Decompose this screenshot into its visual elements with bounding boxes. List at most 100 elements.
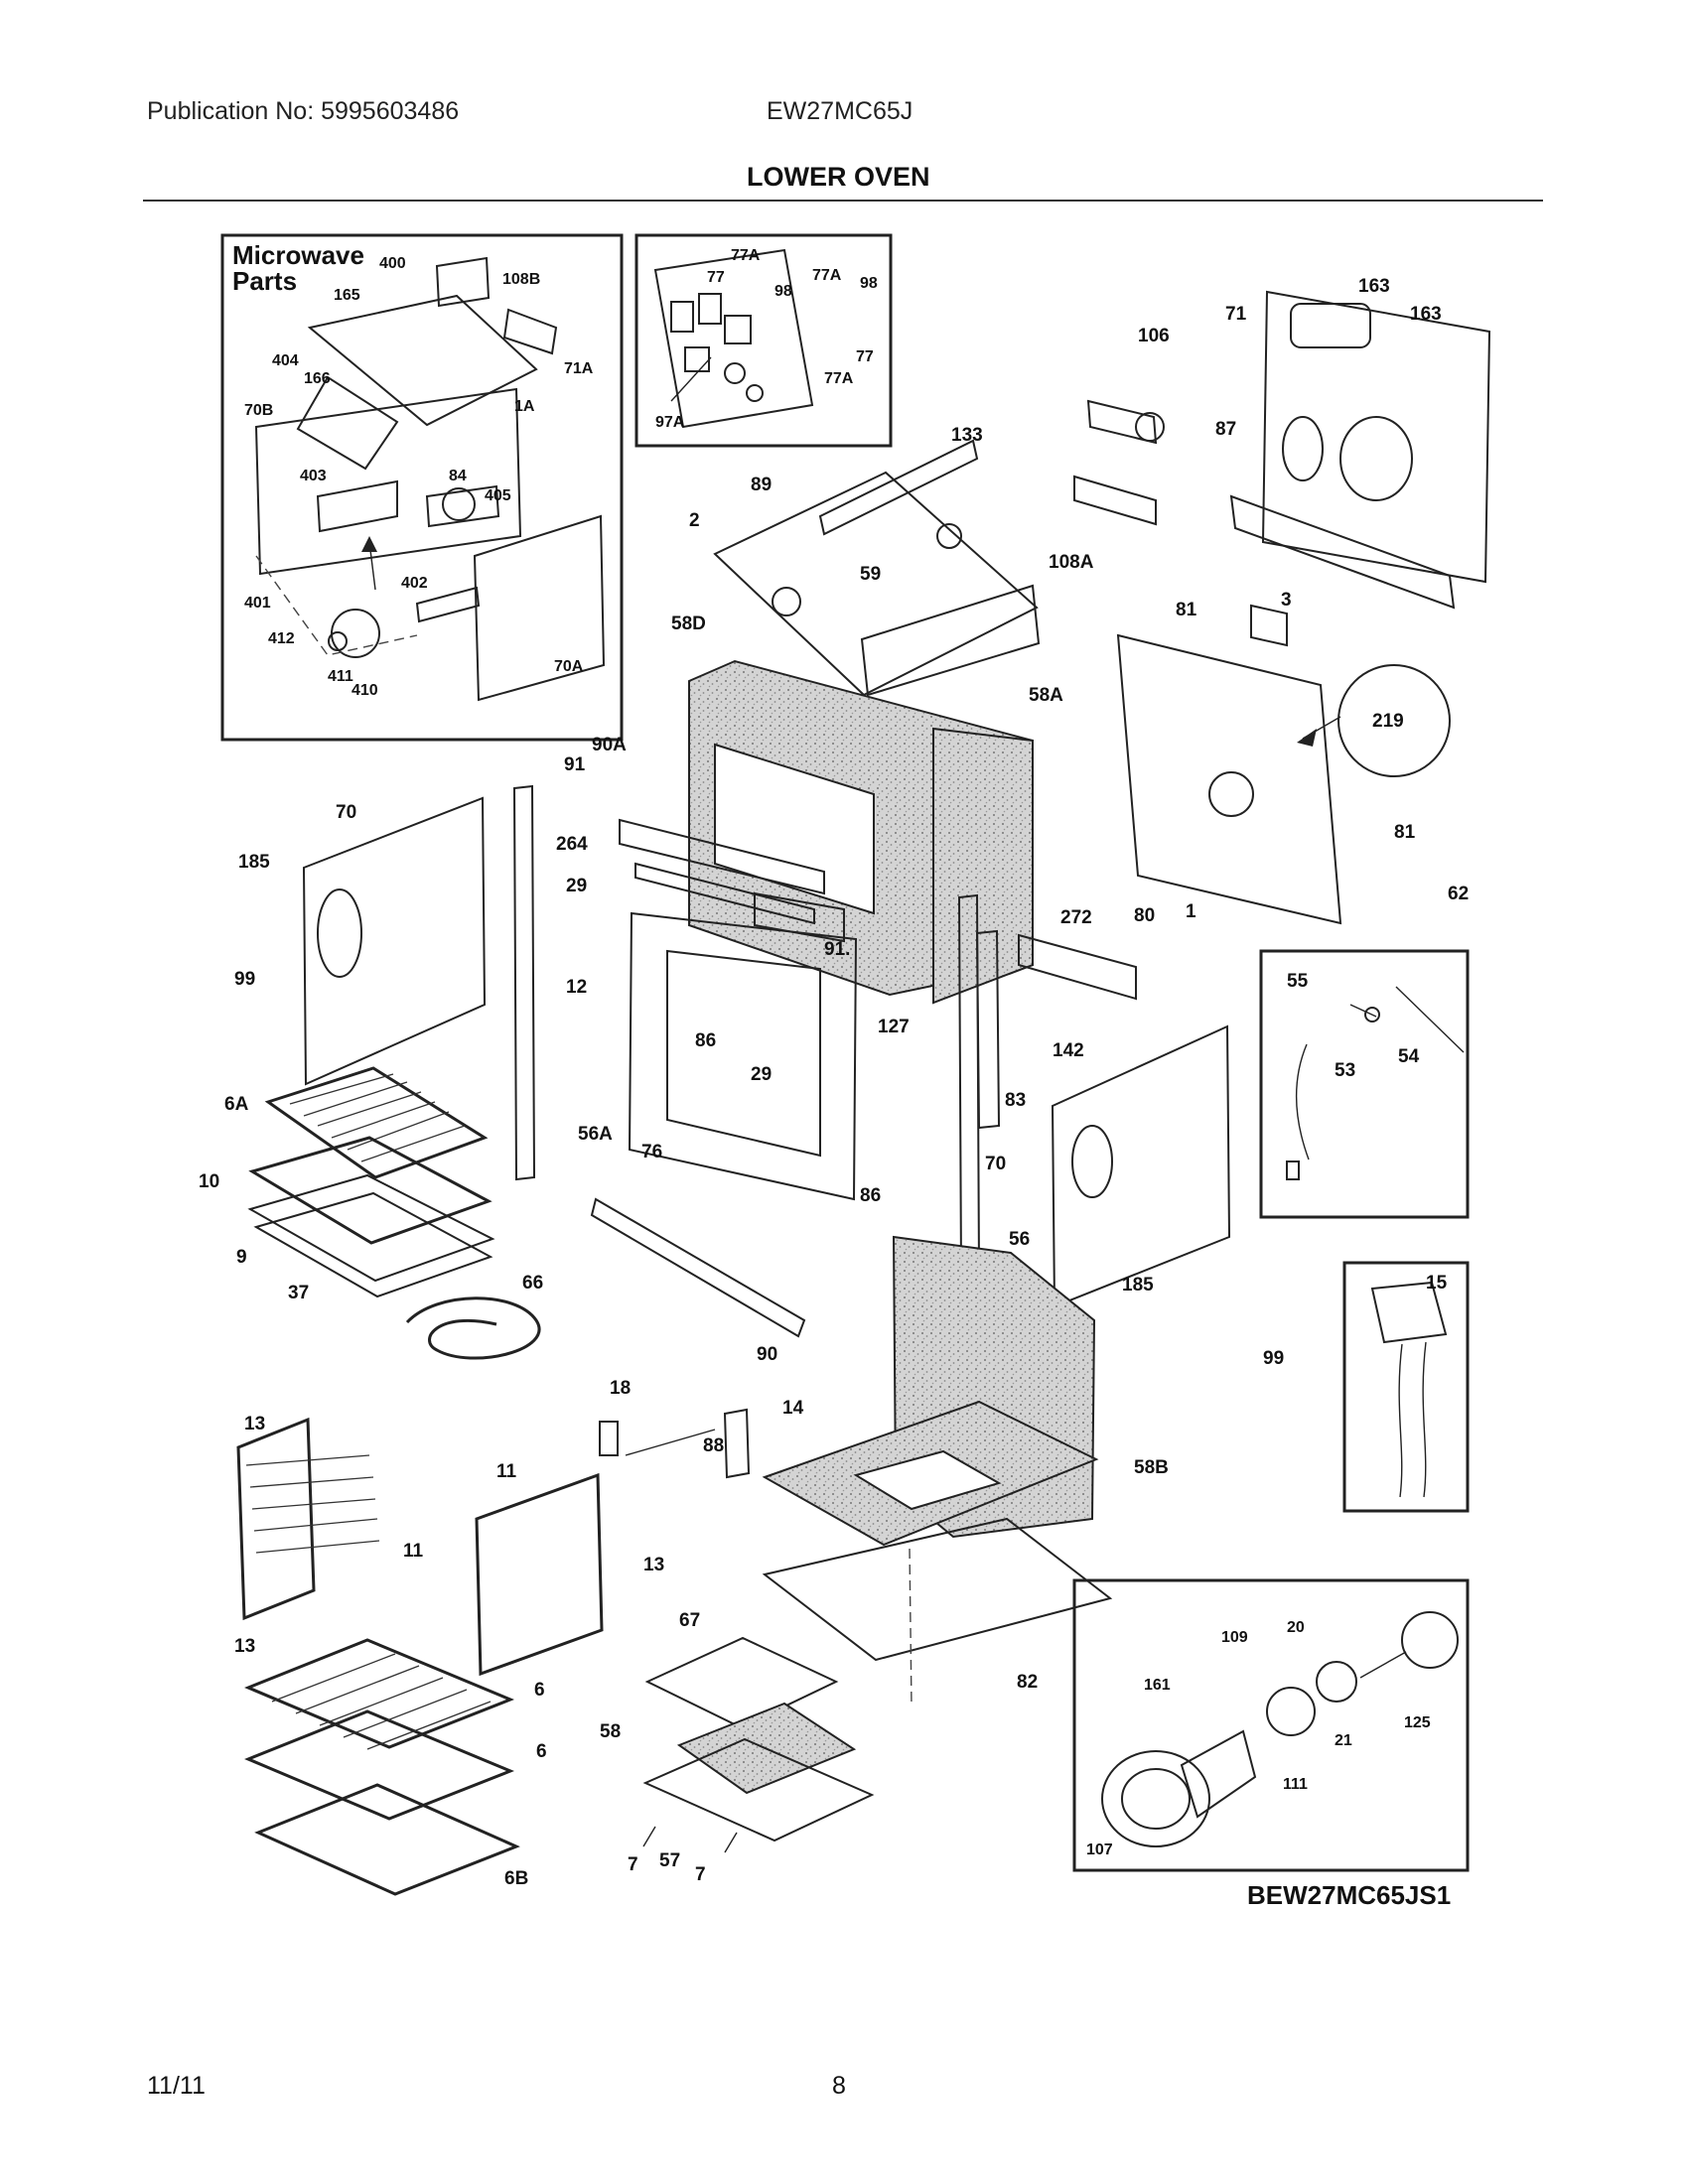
part-callout-label: 107: [1086, 1842, 1113, 1858]
part-callout-label: 57: [659, 1850, 680, 1871]
part-callout-label: 133: [951, 425, 983, 446]
part-callout-label: 53: [1335, 1060, 1355, 1081]
part-callout-label: 71: [1225, 304, 1247, 325]
part-callout-label: 6: [536, 1741, 547, 1762]
part-callout-label: 80: [1134, 905, 1155, 926]
part-callout-label: 3: [1281, 590, 1292, 611]
part-callout-label: 90: [757, 1344, 777, 1365]
part-callout-label: 11: [496, 1461, 517, 1482]
inset-title-parts: Parts: [232, 266, 297, 296]
model-number: EW27MC65J: [767, 97, 914, 125]
part-callout-label: 185: [1122, 1275, 1154, 1296]
part-callout-label: 111: [1283, 1776, 1308, 1793]
part-callout-label: 166: [304, 370, 331, 387]
part-callout-label: 87: [1215, 419, 1236, 440]
header-rule: [143, 200, 1543, 202]
part-callout-label: 91.: [824, 939, 850, 960]
part-callout-label: 109: [1221, 1629, 1248, 1646]
part-callout-label: 163: [1410, 304, 1442, 325]
convection-fan-inset: 20 109 161 21 125 111 107: [1072, 1578, 1470, 1872]
part-callout-label: 82: [1017, 1672, 1038, 1693]
part-callout-label: 99: [1263, 1348, 1284, 1369]
part-callout-label: 13: [244, 1414, 265, 1434]
part-callout-label: 86: [695, 1030, 716, 1051]
part-callout-label: 6B: [504, 1868, 528, 1889]
part-callout-label: 20: [1287, 1619, 1305, 1636]
part-callout-label: 83: [1005, 1090, 1026, 1111]
part-callout-label: 88: [703, 1435, 724, 1456]
part-callout-label: 410: [352, 682, 378, 699]
part-callout-label: 76: [641, 1142, 662, 1162]
part-callout-label: 9: [236, 1247, 247, 1268]
inset-title-microwave: Microwave: [232, 240, 364, 270]
part-callout-label: 81: [1176, 600, 1197, 620]
part-callout-label: 90A: [592, 735, 627, 755]
part-callout-label: 98: [774, 283, 792, 300]
publication-number: Publication No: 5995603486: [147, 97, 460, 125]
part-callout-label: 106: [1138, 326, 1170, 346]
part-callout-label: 13: [234, 1636, 255, 1657]
part-callout-label: 272: [1060, 907, 1092, 928]
microwave-parts-inset: Microwave Parts: [220, 233, 624, 742]
part-callout-label: 77A: [812, 267, 842, 284]
part-callout-label: 58D: [671, 614, 706, 634]
part-callout-label: 99: [234, 969, 255, 990]
part-callout-label: 1A: [514, 398, 535, 415]
part-callout-label: 70B: [244, 402, 273, 419]
section-title: LOWER OVEN: [747, 162, 930, 192]
part-callout-label: 66: [522, 1273, 543, 1294]
part-callout-label: 12: [566, 977, 587, 998]
part-callout-label: 15: [1426, 1273, 1448, 1294]
part-callout-label: 71A: [564, 360, 594, 377]
part-callout-label: 7: [628, 1854, 638, 1875]
element-inset: 15: [1342, 1261, 1470, 1513]
part-callout-label: 219: [1372, 711, 1404, 732]
part-callout-label: 62: [1448, 884, 1469, 904]
part-callout-label: 2: [689, 510, 700, 531]
part-callout-label: 127: [878, 1017, 910, 1037]
microwave-inset-labels: 400 108B 165 404 166 71A 70B 1A 403 84 4…: [244, 255, 594, 699]
part-callout-label: 11: [403, 1541, 424, 1562]
part-callout-label: 77: [856, 348, 874, 365]
part-callout-label: 163: [1358, 276, 1390, 297]
part-callout-label: 405: [485, 487, 511, 504]
part-callout-label: 14: [782, 1398, 804, 1419]
part-callout-label: 142: [1053, 1040, 1084, 1061]
part-callout-label: 84: [449, 468, 467, 484]
part-callout-label: 54: [1398, 1046, 1420, 1067]
part-callout-label: 403: [300, 468, 327, 484]
part-callout-label: 70A: [554, 658, 584, 675]
footer-date: 11/11: [147, 2072, 206, 2100]
part-callout-label: 81: [1394, 822, 1416, 843]
part-callout-label: 7: [695, 1864, 706, 1885]
part-callout-label: 401: [244, 595, 271, 612]
part-callout-label: 10: [199, 1171, 219, 1192]
part-callout-label: 411: [328, 668, 353, 685]
part-callout-label: 70: [985, 1154, 1006, 1174]
part-callout-label: 29: [566, 876, 587, 896]
part-callout-label: 77A: [824, 370, 854, 387]
part-callout-label: 108B: [502, 271, 540, 288]
sensor-inset: 55 54 53: [1259, 949, 1470, 1219]
part-callout-label: 86: [860, 1185, 881, 1206]
part-callout-label: 55: [1287, 971, 1309, 992]
part-callout-label: 98: [860, 275, 878, 292]
part-callout-label: 77: [707, 269, 725, 286]
main-part-labels: 163 163 71 106 87 133 89 2 59 108A 81 3 …: [199, 276, 1469, 1889]
part-callout-label: 13: [643, 1555, 664, 1575]
part-callout-label: 18: [610, 1378, 631, 1399]
part-callout-label: 161: [1144, 1677, 1171, 1694]
part-callout-label: 59: [860, 564, 881, 585]
part-callout-label: 404: [272, 352, 299, 369]
part-callout-label: 1: [1186, 901, 1196, 922]
part-callout-label: 77A: [731, 247, 761, 264]
part-callout-label: 89: [751, 475, 772, 495]
part-callout-label: 70: [336, 802, 356, 823]
part-callout-label: 185: [238, 852, 270, 873]
part-callout-label: 264: [556, 834, 588, 855]
footer-page-number: 8: [832, 2072, 846, 2100]
part-callout-label: 400: [379, 255, 406, 272]
main-exploded-view: [236, 290, 1491, 1896]
part-callout-label: 21: [1335, 1732, 1352, 1749]
